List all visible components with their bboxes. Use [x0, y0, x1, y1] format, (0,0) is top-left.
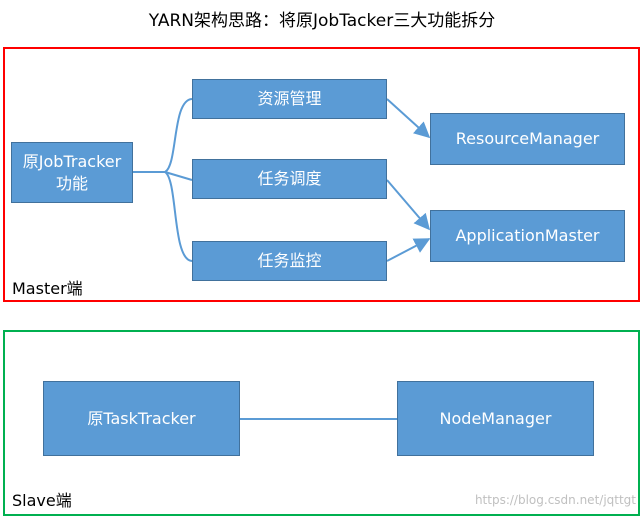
resource-manager-box: ResourceManager [430, 113, 625, 165]
slave-region [3, 330, 640, 516]
jobtracker-box: 原JobTracker 功能 [11, 142, 133, 203]
diagram-title: YARN架构思路：将原JobTacker三大功能拆分 [148, 11, 496, 31]
task-scheduling-box: 任务调度 [192, 159, 387, 199]
connector-jobtracker-to-functions [133, 98, 193, 262]
master-region [3, 47, 640, 302]
task-monitoring-box: 任务监控 [192, 241, 387, 281]
task-monitoring-label: 任务监控 [257, 251, 322, 270]
watermark: https://blog.csdn.net/jqttgt [474, 493, 636, 507]
resource-manager-label: ResourceManager [455, 129, 600, 148]
arrow-schedule-to-am [386, 179, 431, 231]
jobtracker-label: 原JobTracker 功能 [22, 151, 122, 193]
tasktracker-label: 原TaskTracker [87, 408, 196, 428]
task-scheduling-label: 任务调度 [257, 169, 322, 188]
resource-management-label: 资源管理 [257, 89, 322, 108]
nodemanager-box: NodeManager [397, 381, 594, 456]
arrow-monitor-to-am [386, 238, 431, 262]
arrow-resource-to-rm [386, 98, 431, 139]
resource-management-box: 资源管理 [192, 79, 387, 119]
nodemanager-label: NodeManager [439, 408, 552, 428]
slave-region-label: Slave端 [12, 491, 72, 510]
master-region-label: Master端 [12, 279, 83, 298]
application-master-label: ApplicationMaster [455, 226, 600, 245]
tasktracker-box: 原TaskTracker [43, 381, 240, 456]
application-master-box: ApplicationMaster [430, 210, 625, 262]
